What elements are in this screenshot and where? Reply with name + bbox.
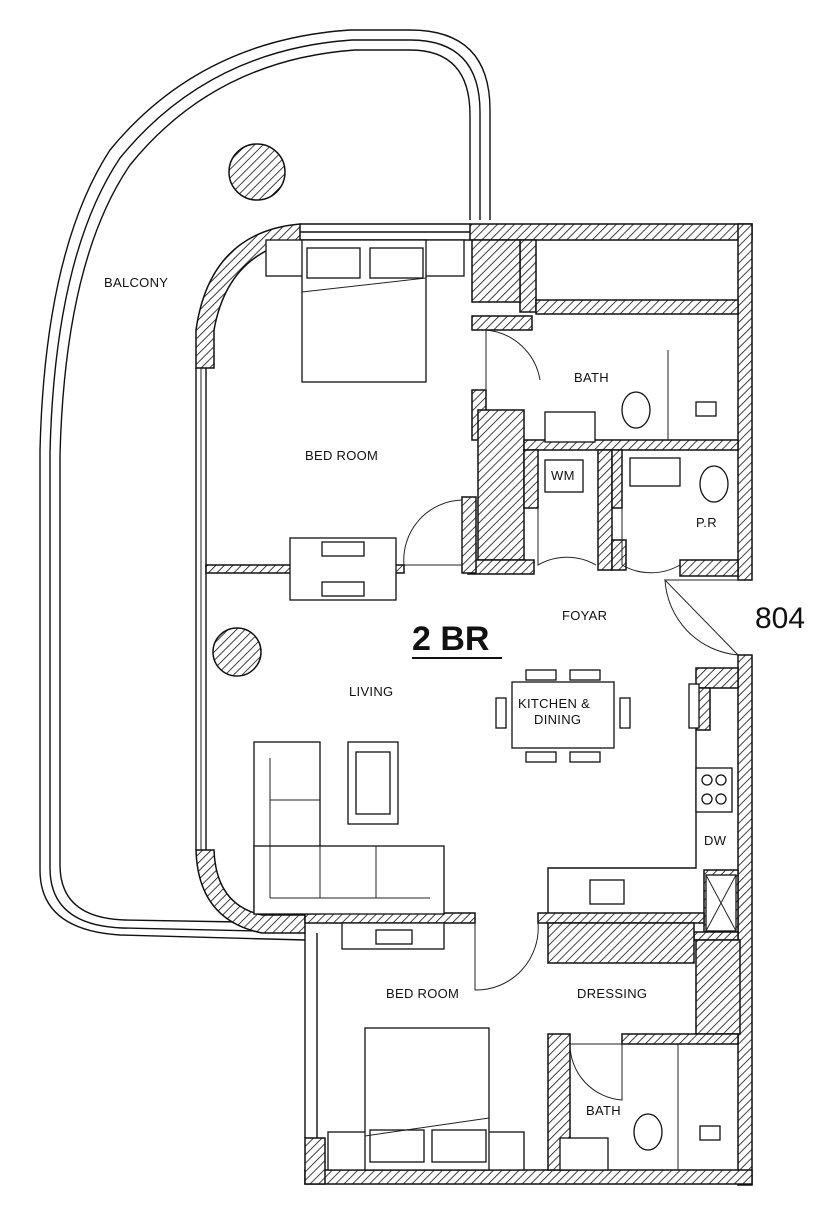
- label-pr: P.R: [696, 515, 717, 530]
- balcony-outline: [39, 29, 491, 941]
- sofa: [253, 741, 445, 915]
- planter-living: [212, 627, 262, 677]
- unit-type-title: 2 BR: [412, 620, 489, 658]
- bed-2: [327, 1027, 525, 1171]
- doors: [403, 329, 739, 1101]
- label-bath-2: BATH: [586, 1103, 621, 1118]
- label-foyar: FOYAR: [562, 608, 607, 623]
- label-kitchen-2: DINING: [534, 712, 581, 727]
- room-labels: BALCONY BED ROOM BATH WM P.R FOYAR LIVIN…: [104, 275, 727, 1118]
- bed-1: [265, 239, 465, 383]
- unit-number: 804: [755, 602, 805, 635]
- outer-walls: [195, 223, 753, 1186]
- tv-unit-2: [341, 922, 445, 950]
- planter-top: [228, 143, 286, 201]
- wm-box: [544, 459, 584, 493]
- label-kitchen-1: KITCHEN &: [518, 696, 590, 711]
- label-balcony: BALCONY: [104, 275, 168, 290]
- label-bath-1: BATH: [574, 370, 609, 385]
- label-living: LIVING: [349, 684, 393, 699]
- bath-2-fixtures: [559, 1044, 721, 1171]
- bath-1-fixtures: [544, 350, 717, 443]
- coffee-table: [347, 741, 399, 825]
- pr-fixtures: [629, 457, 729, 503]
- top-glazing: [300, 223, 470, 241]
- kitchen-counter: [547, 683, 733, 913]
- label-dw: DW: [704, 833, 727, 848]
- dining-table: [495, 669, 631, 763]
- tv-unit-1: [289, 537, 397, 601]
- label-bedroom-2: BED ROOM: [386, 986, 459, 1001]
- label-dressing: DRESSING: [577, 986, 647, 1001]
- shaft-hatch: [547, 874, 737, 964]
- label-wm: WM: [551, 468, 575, 483]
- label-bedroom-1: BED ROOM: [305, 448, 378, 463]
- interior-walls: [205, 239, 741, 1171]
